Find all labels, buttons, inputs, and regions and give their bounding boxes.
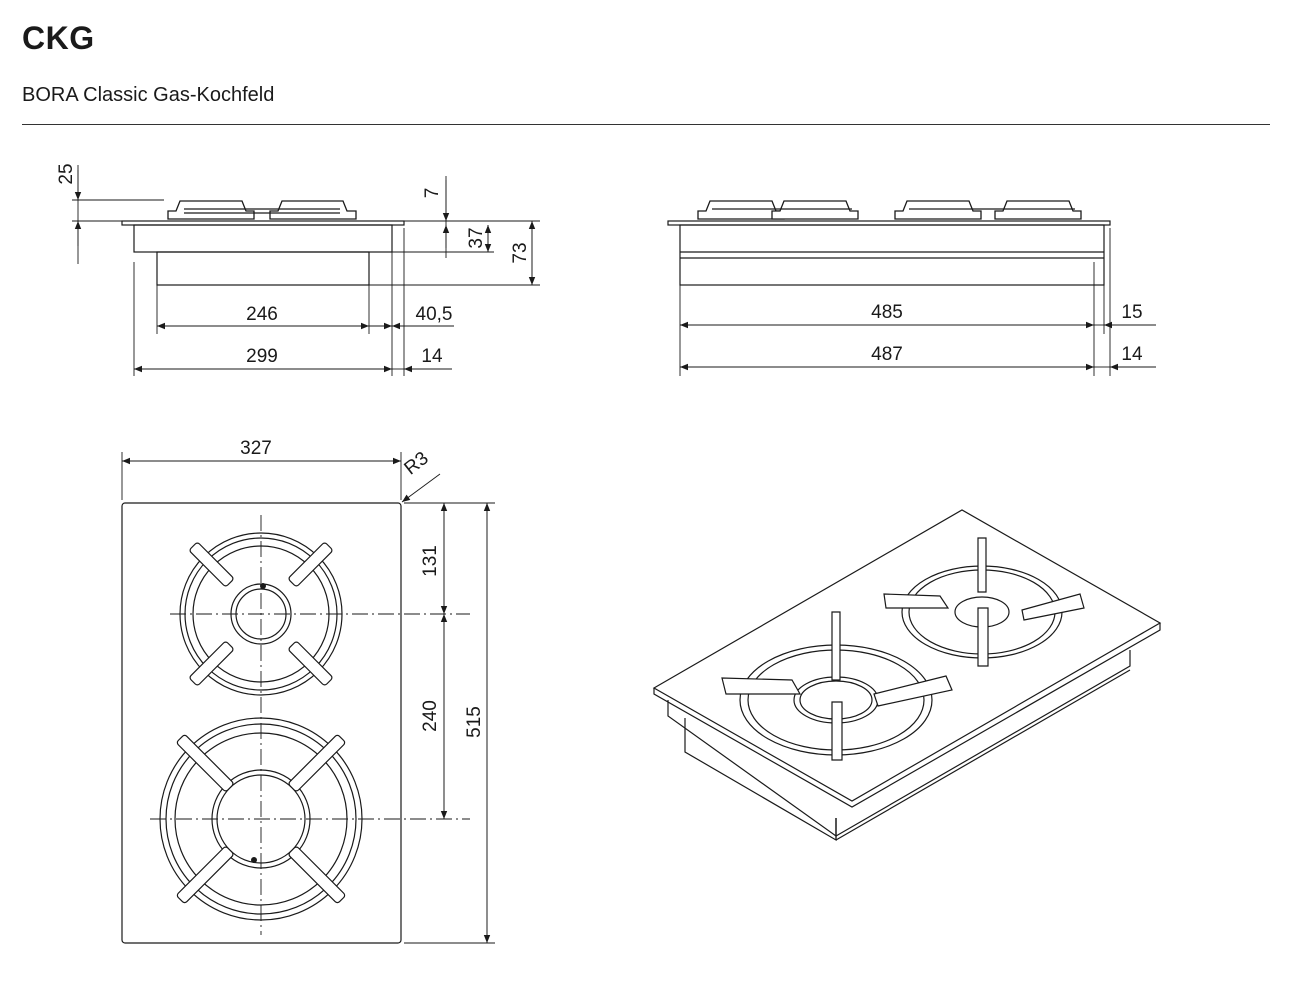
iso-burner-front — [721, 611, 953, 761]
front-view-dimensions: 485 15 487 14 — [679, 228, 1156, 376]
header-divider — [22, 124, 1270, 125]
side-view-dimensions: 25 7 37 73 2 — [56, 163, 540, 376]
dim-40-5: 40,5 — [416, 304, 453, 325]
front-view: 485 15 487 14 — [667, 200, 1156, 376]
dim-487: 487 — [871, 344, 903, 365]
top-view-outline — [121, 502, 402, 944]
dim-r3: R3 — [401, 448, 433, 480]
dim-485: 485 — [871, 302, 903, 323]
dim-131: 131 — [420, 545, 441, 577]
page-title: CKG — [22, 20, 95, 56]
dim-515: 515 — [464, 706, 485, 738]
front-view-body — [667, 200, 1111, 286]
dim-73: 73 — [510, 242, 531, 263]
dim-25: 25 — [56, 163, 77, 184]
page-subtitle: BORA Classic Gas-Kochfeld — [22, 84, 275, 106]
side-view: 25 7 37 73 2 — [56, 163, 540, 376]
dim-14-side: 14 — [421, 346, 443, 367]
burner-top — [179, 532, 343, 696]
isometric-view — [652, 509, 1162, 842]
dim-299: 299 — [246, 346, 278, 367]
dim-240: 240 — [420, 700, 441, 732]
dim-246: 246 — [246, 304, 278, 325]
iso-burner-back — [883, 537, 1085, 667]
side-view-body — [121, 200, 405, 286]
dim-37: 37 — [466, 227, 487, 248]
dim-14-front: 14 — [1121, 344, 1143, 365]
dim-327: 327 — [240, 438, 272, 459]
top-view: 327 R3 131 240 515 — [121, 438, 495, 944]
dim-15: 15 — [1121, 302, 1142, 323]
dim-7: 7 — [422, 188, 443, 199]
